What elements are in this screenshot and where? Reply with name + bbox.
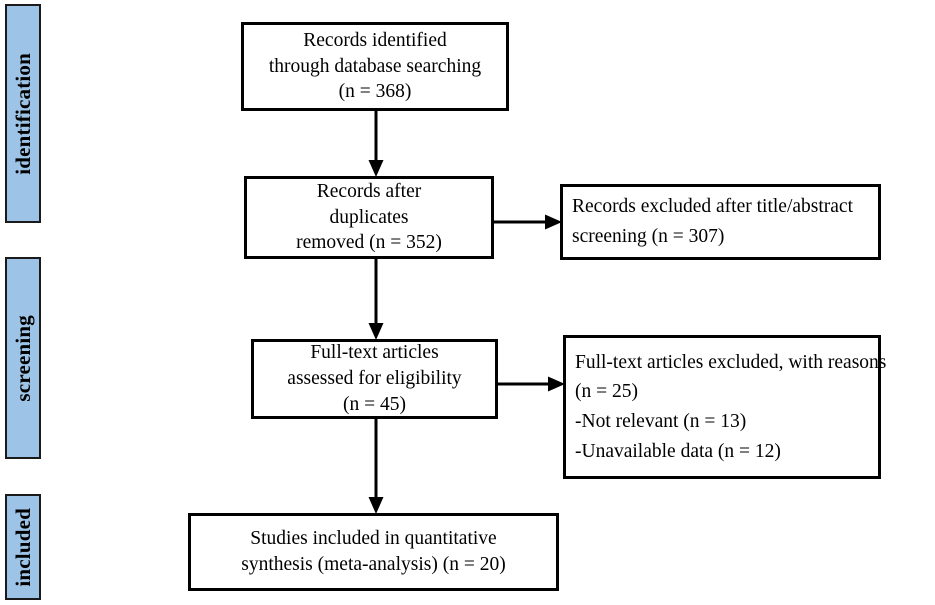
flow-box-line: removed (n = 352) <box>296 232 442 254</box>
phase-label-identification: identification <box>10 52 35 175</box>
flow-box-records-identified: Records identified through database sear… <box>241 22 509 111</box>
arrow-right-icon-fulltext-to-excluded <box>497 376 565 392</box>
arrow-down-icon-fulltext-to-included <box>368 418 384 514</box>
flow-box-studies-included: Studies included in quantitative synthes… <box>188 513 559 591</box>
flow-box-line: synthesis (meta-analysis) (n = 20) <box>241 554 506 575</box>
flow-box-line: assessed for eligibility <box>287 368 462 390</box>
flow-box-line: Records after <box>316 180 422 202</box>
flow-box-line: Full-text articles <box>310 342 439 364</box>
flow-box-line: through database searching <box>268 55 482 77</box>
flow-box-line: (n = 25) <box>575 381 638 403</box>
arrow-down-icon-deduped-to-fulltext <box>368 258 384 340</box>
phase-bar-identification: identification <box>5 4 41 223</box>
flow-box-line: (n = 368) <box>338 81 412 103</box>
flow-box-records-after-duplicates-removed: Records after duplicates removed (n = 35… <box>244 176 494 259</box>
flow-box-records-excluded-title-abstract: Records excluded after title/abstract sc… <box>560 184 881 260</box>
flow-box-line: duplicates <box>329 206 409 228</box>
flow-box-line: screening (n = 307) <box>572 226 725 247</box>
flow-box-line: -Unavailable data (n = 12) <box>575 440 781 462</box>
flow-box-full-text-articles-excluded: Full-text articles excluded, with reason… <box>563 335 886 479</box>
flow-box-line: Full-text articles excluded, with reason… <box>575 351 887 373</box>
flow-box-full-text-articles-assessed: Full-text articles assessed for eligibil… <box>251 339 498 419</box>
flow-box-line: (n = 45) <box>343 393 406 415</box>
phase-label-included: included <box>10 507 35 587</box>
flow-box-line: -Not relevant (n = 13) <box>575 411 747 432</box>
flow-box-line: Studies included in quantitative <box>250 528 497 550</box>
arrow-right-icon-deduped-to-excluded <box>493 214 562 230</box>
flow-box-line: Records excluded after title/abstract <box>572 196 853 218</box>
flow-box-line: Records identified <box>303 29 447 51</box>
arrow-down-icon-identified-to-deduped <box>368 110 384 177</box>
phase-bar-included: included <box>5 494 41 600</box>
phase-bar-screening: screening <box>5 257 41 459</box>
phase-label-screening: screening <box>10 314 35 402</box>
